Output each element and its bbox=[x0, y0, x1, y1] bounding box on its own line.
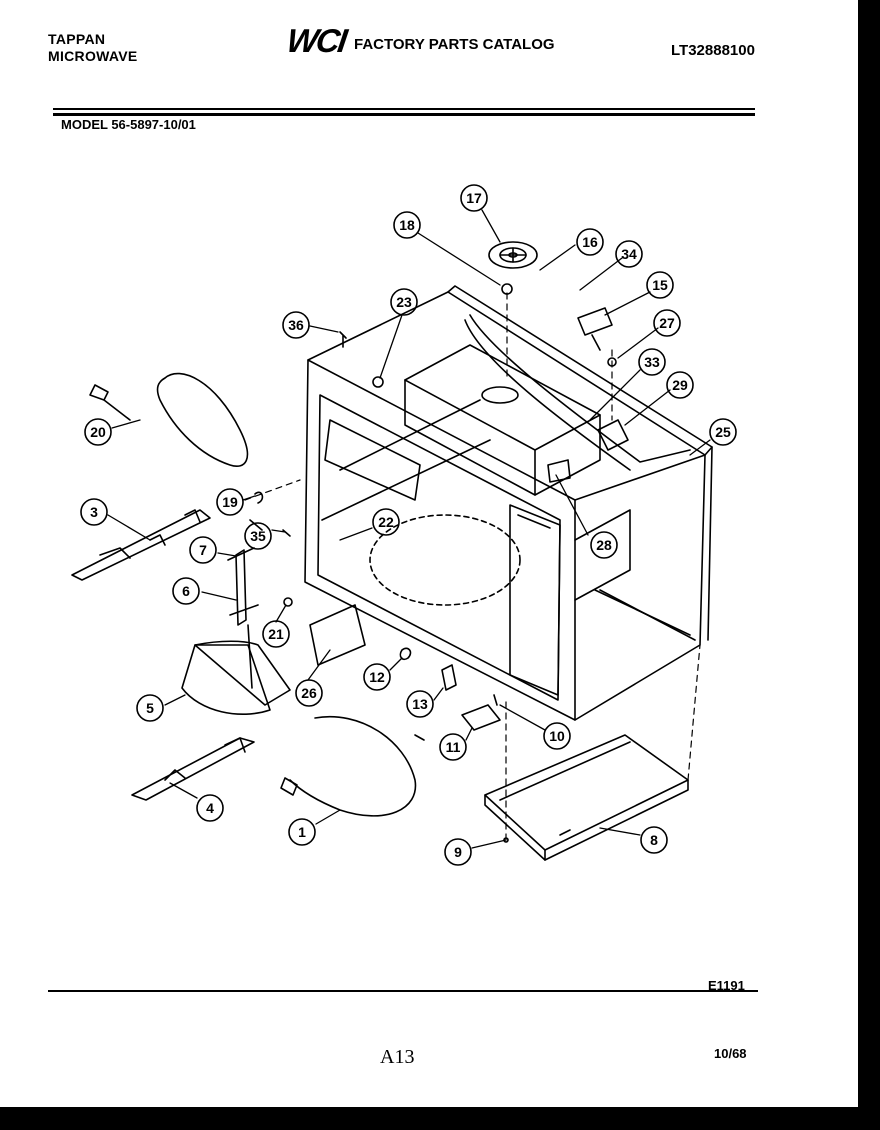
callout-label: 20 bbox=[90, 424, 106, 440]
door-panel-part bbox=[181, 624, 291, 716]
latch-bar-part bbox=[71, 509, 211, 581]
callout-34: 34 bbox=[615, 240, 643, 268]
callout-7: 7 bbox=[189, 536, 217, 564]
turntable-ring-part bbox=[280, 715, 425, 817]
callout-label: 4 bbox=[206, 800, 214, 816]
callout-18: 18 bbox=[393, 211, 421, 239]
fastener-parts bbox=[399, 647, 501, 731]
footer-rule bbox=[48, 990, 758, 992]
callout-label: 13 bbox=[412, 696, 428, 712]
brand-block: TAPPAN MICROWAVE bbox=[48, 31, 138, 65]
callout-label: 9 bbox=[454, 844, 462, 860]
callout-19: 19 bbox=[216, 488, 244, 516]
callout-28: 28 bbox=[590, 531, 618, 559]
header-rule-bottom bbox=[53, 113, 755, 116]
callout-1: 1 bbox=[288, 818, 316, 846]
top-components bbox=[404, 314, 691, 496]
callout-25: 25 bbox=[709, 418, 737, 446]
cabinet-outline bbox=[304, 285, 713, 721]
callout-label: 3 bbox=[90, 504, 98, 520]
callout-29: 29 bbox=[666, 371, 694, 399]
callout-26: 26 bbox=[295, 679, 323, 707]
callout-label: 1 bbox=[298, 824, 306, 840]
revision-date: 10/68 bbox=[714, 1046, 747, 1061]
catalog-title: FACTORY PARTS CATALOG bbox=[354, 36, 555, 53]
callout-23: 23 bbox=[390, 288, 418, 316]
callout-4: 4 bbox=[196, 794, 224, 822]
cover-plate-part bbox=[309, 604, 366, 666]
callout-6: 6 bbox=[172, 577, 200, 605]
callout-10: 10 bbox=[543, 722, 571, 750]
leader-lines bbox=[107, 209, 711, 849]
callout-group: 17 18 16 34 15 36 23 27 33 29 25 20 19 3… bbox=[80, 184, 737, 866]
callout-label: 33 bbox=[644, 354, 660, 370]
callout-label: 17 bbox=[466, 190, 482, 206]
callout-12: 12 bbox=[363, 663, 391, 691]
callout-36: 36 bbox=[282, 311, 310, 339]
callout-label: 12 bbox=[369, 669, 385, 685]
callout-label: 35 bbox=[250, 528, 266, 544]
callout-8: 8 bbox=[640, 826, 668, 854]
callout-33: 33 bbox=[638, 348, 666, 376]
callout-21: 21 bbox=[262, 620, 290, 648]
catalog-number: LT32888100 bbox=[671, 42, 755, 59]
callout-15: 15 bbox=[646, 271, 674, 299]
callout-5: 5 bbox=[136, 694, 164, 722]
callout-label: 27 bbox=[659, 315, 675, 331]
callout-16: 16 bbox=[576, 228, 604, 256]
gasket-loop-part bbox=[89, 372, 249, 467]
callout-20: 20 bbox=[84, 418, 112, 446]
callout-label: 21 bbox=[268, 626, 284, 642]
callout-label: 15 bbox=[652, 277, 668, 293]
callout-22: 22 bbox=[372, 508, 400, 536]
callout-label: 29 bbox=[672, 377, 688, 393]
callout-label: 28 bbox=[596, 537, 612, 553]
page-number: A13 bbox=[380, 1046, 415, 1068]
callout-label: 26 bbox=[301, 685, 317, 701]
guide-lines bbox=[244, 292, 701, 841]
brand-line-1: TAPPAN bbox=[48, 31, 106, 47]
callout-label: 34 bbox=[621, 246, 637, 262]
callout-11: 11 bbox=[439, 733, 467, 761]
model-label: MODEL 56-5897-10/01 bbox=[61, 117, 196, 132]
callout-label: 16 bbox=[582, 234, 598, 250]
callout-label: 36 bbox=[288, 317, 304, 333]
callout-35: 35 bbox=[244, 522, 272, 550]
catalog-page: TAPPAN MICROWAVE WCI FACTORY PARTS CATAL… bbox=[0, 0, 858, 1107]
callout-3: 3 bbox=[80, 498, 108, 526]
brand-line-2: MICROWAVE bbox=[48, 48, 138, 64]
callout-label: 7 bbox=[199, 542, 207, 558]
exploded-parts-diagram: 17 18 16 34 15 36 23 27 33 29 25 20 19 3… bbox=[71, 184, 737, 866]
switch-assembly-part bbox=[227, 491, 293, 626]
callout-label: 25 bbox=[715, 424, 731, 440]
fan-blade-part bbox=[488, 241, 538, 295]
callout-label: 23 bbox=[396, 294, 412, 310]
callout-label: 19 bbox=[222, 494, 238, 510]
callout-label: 18 bbox=[399, 217, 415, 233]
callout-label: 8 bbox=[650, 832, 658, 848]
callout-label: 10 bbox=[549, 728, 565, 744]
callout-label: 5 bbox=[146, 700, 154, 716]
drawing-code: E1191 bbox=[708, 978, 745, 993]
callout-label: 22 bbox=[378, 514, 394, 530]
hinge-arm-part bbox=[131, 737, 255, 801]
header-rule-top bbox=[53, 108, 755, 110]
callout-27: 27 bbox=[653, 309, 681, 337]
hinge-bracket-part bbox=[339, 307, 617, 388]
callout-17: 17 bbox=[460, 184, 488, 212]
callout-9: 9 bbox=[444, 838, 472, 866]
callout-13: 13 bbox=[406, 690, 434, 718]
callout-label: 6 bbox=[182, 583, 190, 599]
callout-label: 11 bbox=[446, 739, 461, 755]
